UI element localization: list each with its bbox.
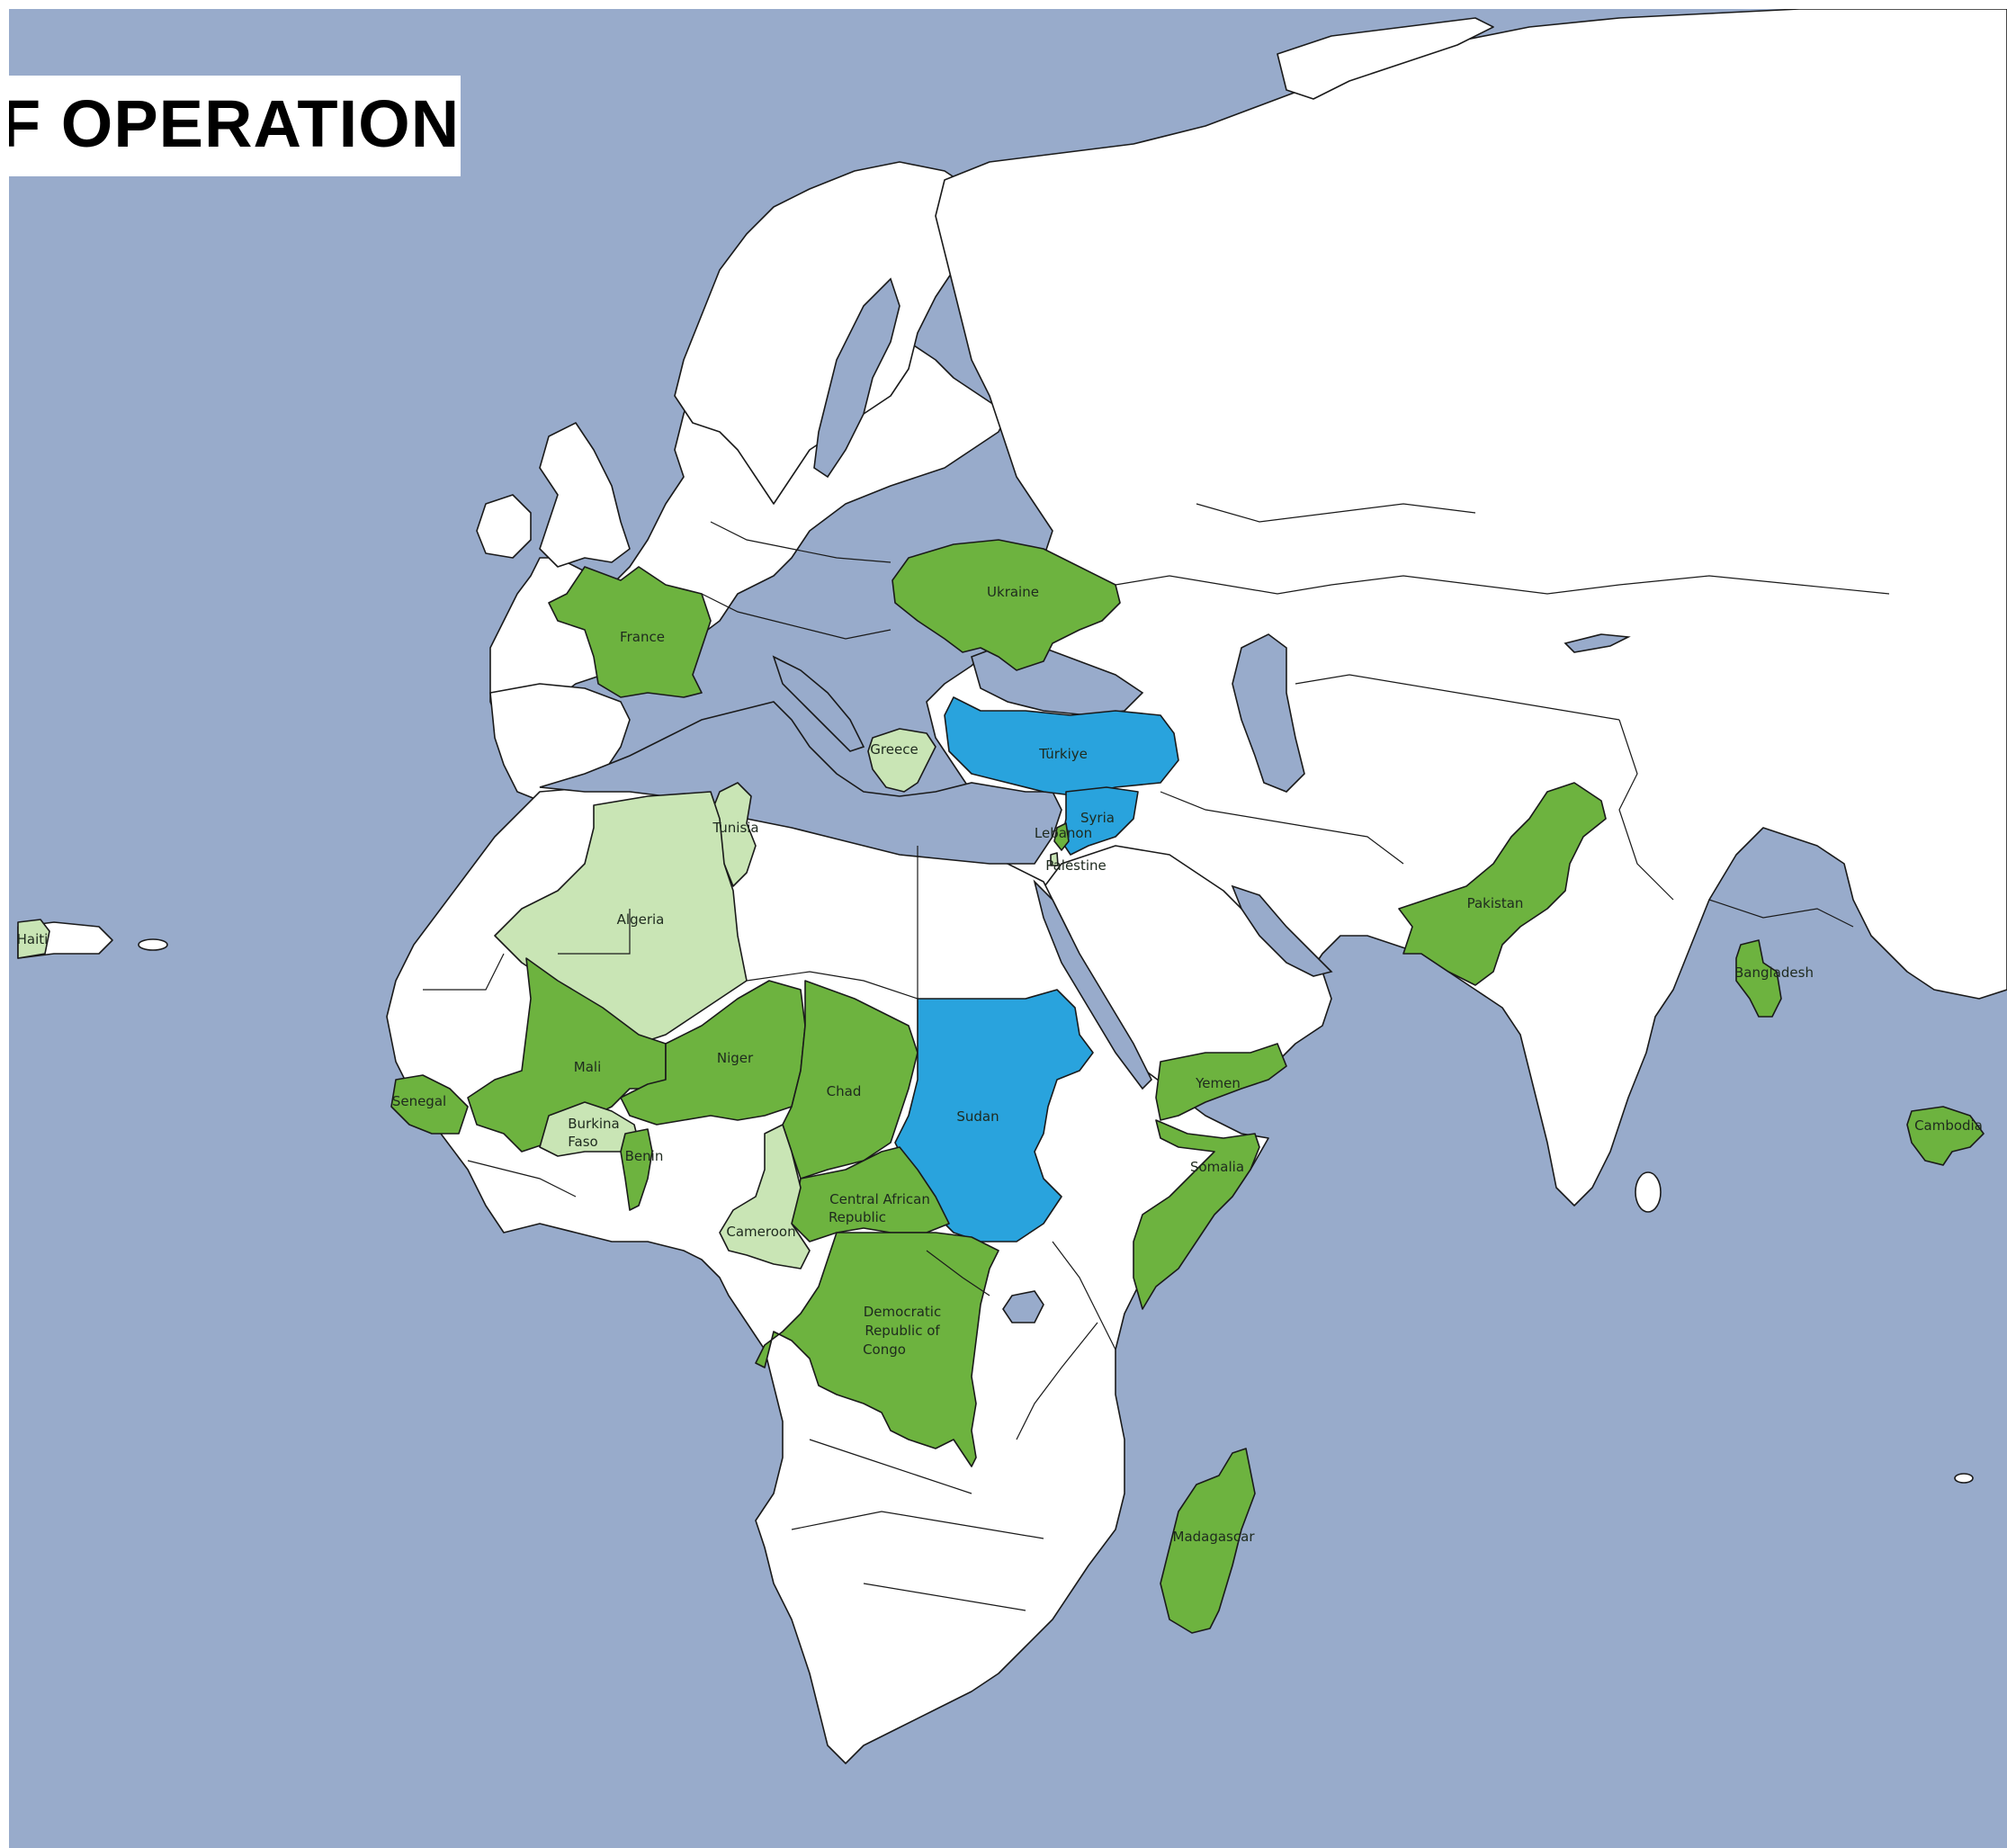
label-pakistan: Pakistan bbox=[1467, 895, 1524, 911]
land-puerto-rico bbox=[138, 938, 168, 951]
country-greece[interactable] bbox=[867, 728, 936, 793]
label-bangladesh: Bangladesh bbox=[1734, 964, 1814, 981]
label-palestine: Palestine bbox=[1045, 857, 1107, 874]
label-lebanon: Lebanon bbox=[1035, 825, 1092, 841]
country-cambodia[interactable] bbox=[1906, 1106, 1985, 1166]
country-ukraine[interactable] bbox=[892, 539, 1121, 671]
land-scandinavia bbox=[674, 161, 990, 505]
country-turkiye[interactable] bbox=[944, 696, 1179, 797]
label-france: France bbox=[620, 629, 665, 645]
country-lebanon[interactable] bbox=[1053, 822, 1070, 851]
highlighted-countries bbox=[17, 539, 1985, 1467]
country-democratic-republic-of-congo[interactable] bbox=[755, 1232, 999, 1467]
label-mali: Mali bbox=[574, 1059, 601, 1075]
red-sea bbox=[1033, 879, 1152, 1090]
country-central-african-republic[interactable] bbox=[791, 1146, 950, 1242]
label-benin: Benin bbox=[625, 1148, 664, 1164]
label-senegal: Senegal bbox=[392, 1093, 446, 1109]
land-sri-lanka bbox=[1635, 1171, 1662, 1213]
label-yemen: Yemen bbox=[1195, 1075, 1241, 1091]
baltic-sea bbox=[813, 277, 900, 479]
persian-gulf bbox=[1231, 884, 1333, 977]
country-sudan[interactable] bbox=[894, 989, 1094, 1242]
label-cambodia: Cambodia bbox=[1914, 1117, 1983, 1134]
label-chad: Chad bbox=[827, 1083, 862, 1099]
country-bangladesh[interactable] bbox=[1735, 939, 1782, 1018]
country-benin[interactable] bbox=[620, 1128, 653, 1211]
land-great-britain bbox=[539, 422, 631, 568]
label-greece: Greece bbox=[870, 741, 918, 758]
label-algeria: Algeria bbox=[617, 911, 665, 928]
country-senegal[interactable] bbox=[390, 1074, 469, 1135]
label-drc-3: Congo bbox=[863, 1341, 906, 1358]
country-chad[interactable] bbox=[782, 980, 918, 1180]
country-france[interactable] bbox=[548, 566, 712, 698]
label-burkina-2: Faso bbox=[568, 1134, 597, 1150]
land-madagascar bbox=[1160, 1448, 1256, 1634]
map-canvas[interactable]: F OPERATION Ukraine France Türkiye Greec… bbox=[9, 9, 2007, 1848]
label-cameroon: Cameroon bbox=[726, 1224, 795, 1240]
caspian-sea bbox=[1232, 633, 1305, 793]
country-labels: Ukraine France Türkiye Greece Syria Leba… bbox=[17, 584, 1983, 1545]
label-sudan: Sudan bbox=[956, 1108, 999, 1125]
label-drc-2: Republic of bbox=[865, 1323, 940, 1339]
label-ukraine: Ukraine bbox=[987, 584, 1039, 600]
country-somalia[interactable] bbox=[1133, 1119, 1260, 1310]
lake-balkhash bbox=[1563, 633, 1631, 653]
country-yemen[interactable] bbox=[1155, 1043, 1287, 1121]
lake-victoria bbox=[1002, 1290, 1044, 1323]
adriatic-sea bbox=[772, 655, 865, 752]
label-tunisia: Tunisia bbox=[712, 820, 758, 836]
context-borders bbox=[423, 503, 1890, 1611]
country-cameroon[interactable] bbox=[719, 1124, 811, 1269]
land-mauritius bbox=[1954, 1473, 1974, 1484]
label-turkiye: Türkiye bbox=[1038, 746, 1088, 762]
label-drc-1: Democratic bbox=[864, 1304, 941, 1320]
country-pakistan[interactable] bbox=[1398, 782, 1607, 986]
title-box: F OPERATION bbox=[9, 76, 461, 176]
label-haiti: Haiti bbox=[17, 931, 49, 947]
label-somalia: Somalia bbox=[1190, 1159, 1244, 1175]
label-niger: Niger bbox=[717, 1050, 754, 1066]
land-ireland bbox=[476, 494, 532, 559]
label-burkina-1: Burkina bbox=[568, 1116, 620, 1132]
country-niger[interactable] bbox=[620, 980, 806, 1126]
label-car-2: Republic bbox=[829, 1209, 886, 1225]
map-title: F OPERATION bbox=[9, 86, 460, 161]
label-car-1: Central African bbox=[829, 1191, 930, 1207]
label-madagascar: Madagascar bbox=[1173, 1529, 1256, 1545]
mediterranean-sea bbox=[539, 701, 1062, 865]
land-arctic-island bbox=[1277, 17, 1494, 100]
country-palestine[interactable] bbox=[1050, 852, 1059, 866]
label-syria: Syria bbox=[1080, 810, 1115, 826]
country-haiti[interactable] bbox=[17, 919, 50, 959]
